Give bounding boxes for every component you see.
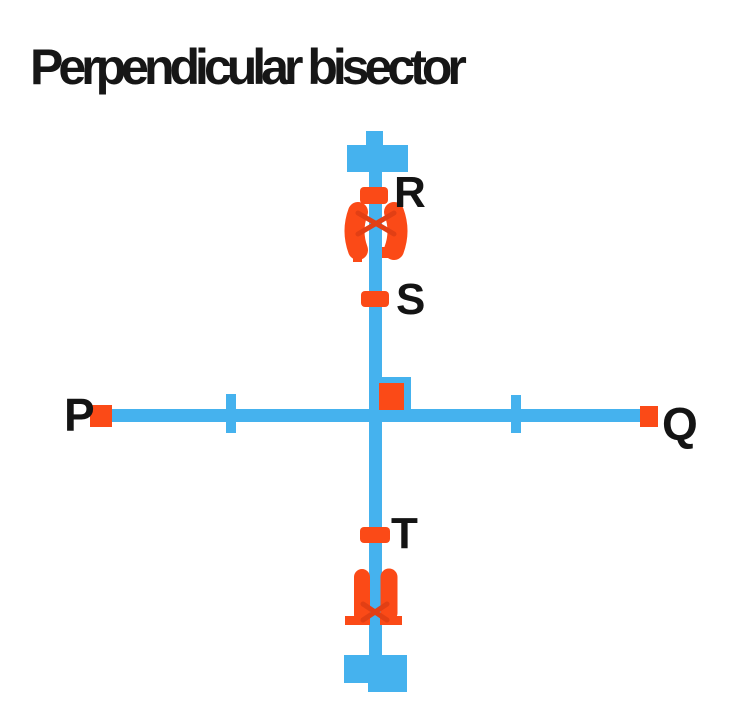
figure-title: Perpendicular bisector <box>30 39 467 95</box>
point-q-label: Q <box>662 398 698 450</box>
bisector-bottom-arrowhead-icon <box>344 655 407 683</box>
top-arc-left <box>344 202 368 260</box>
top-crossing-x-icon <box>355 210 397 237</box>
tick-mark-right <box>511 395 521 433</box>
bisector-top-arrowhead-icon <box>347 145 408 172</box>
point-q-marker <box>640 406 658 427</box>
bisector-top-arrowhead-tip <box>366 131 383 147</box>
tick-mark-left <box>226 394 236 433</box>
segment-pq-line <box>111 409 644 422</box>
point-r-label: R <box>394 168 426 217</box>
point-t-label: T <box>391 509 418 558</box>
bottom-crossing-x-icon <box>360 601 390 623</box>
top-arc-right <box>384 202 408 260</box>
point-r-marker <box>360 187 388 204</box>
point-p-marker <box>90 405 112 427</box>
bisector-bottom-arrowhead-tip <box>368 682 407 692</box>
point-s-label: S <box>396 275 425 324</box>
point-s-marker <box>361 291 389 307</box>
point-t-marker <box>360 527 390 543</box>
point-p-label: P <box>64 389 95 441</box>
arc-crossing-group <box>355 210 397 623</box>
point-label-group: P Q R S T <box>64 168 698 558</box>
midpoint-marker <box>379 383 404 410</box>
